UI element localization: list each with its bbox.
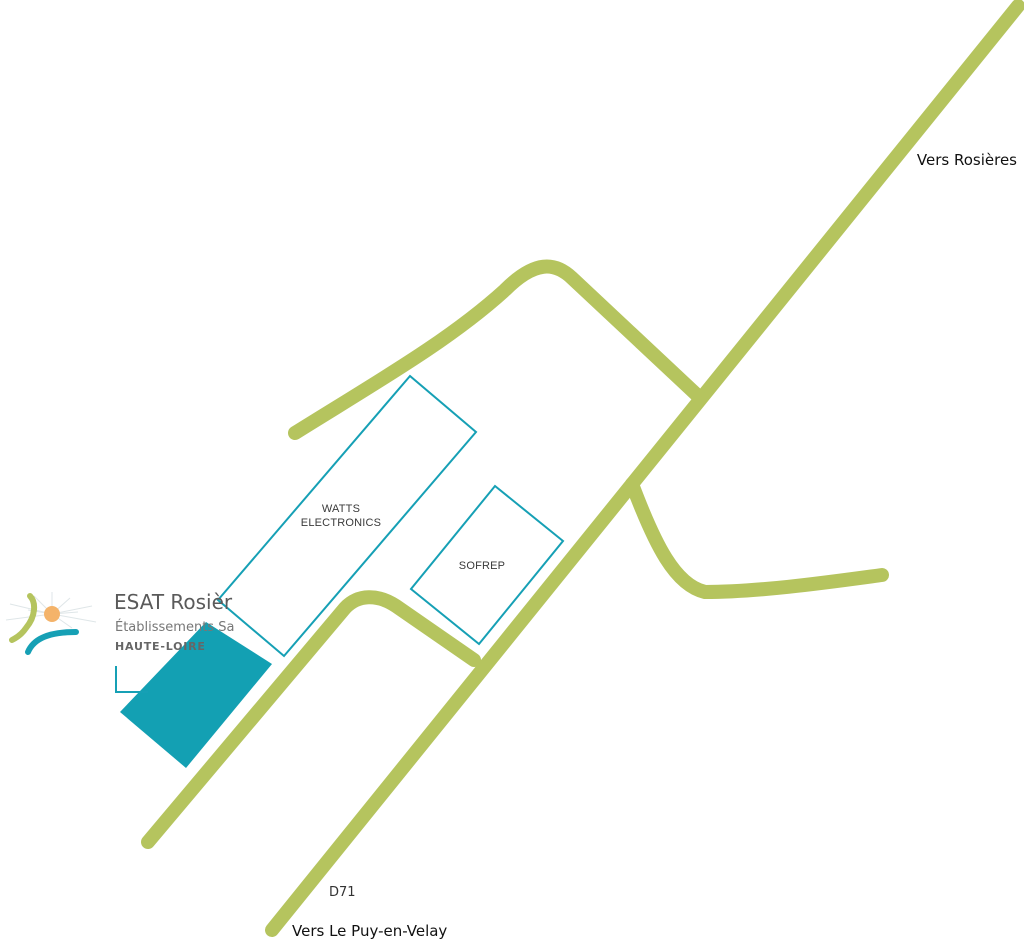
label-vers-rosieres: Vers Rosières <box>917 151 1017 169</box>
esat-logo: ESAT Rosièr Établissements Sa HAUTE-LOIR… <box>0 588 236 660</box>
watts-electronics-building <box>216 374 478 658</box>
road-code-d71: D71 <box>329 885 356 900</box>
logo-subtitle: Établissements Sa <box>115 620 235 635</box>
logo-title: ESAT Rosièr <box>114 590 233 614</box>
watts-label-line1: WATTS <box>322 503 360 515</box>
esat-connector-line <box>115 666 148 693</box>
main-road <box>265 0 1024 937</box>
watts-label-line2: ELECTRONICS <box>301 517 381 529</box>
esat-logo-icon <box>5 592 97 655</box>
sofrep-building <box>409 484 565 646</box>
label-vers-le-puy: Vers Le Puy-en-Velay <box>292 922 447 940</box>
esat-building <box>120 622 272 768</box>
sofrep-label: SOFREP <box>459 560 505 572</box>
logo-region: HAUTE-LOIRE <box>115 640 206 653</box>
upper-loop-road <box>288 259 705 440</box>
west-access-road <box>141 590 481 849</box>
east-branch-road <box>625 477 889 599</box>
